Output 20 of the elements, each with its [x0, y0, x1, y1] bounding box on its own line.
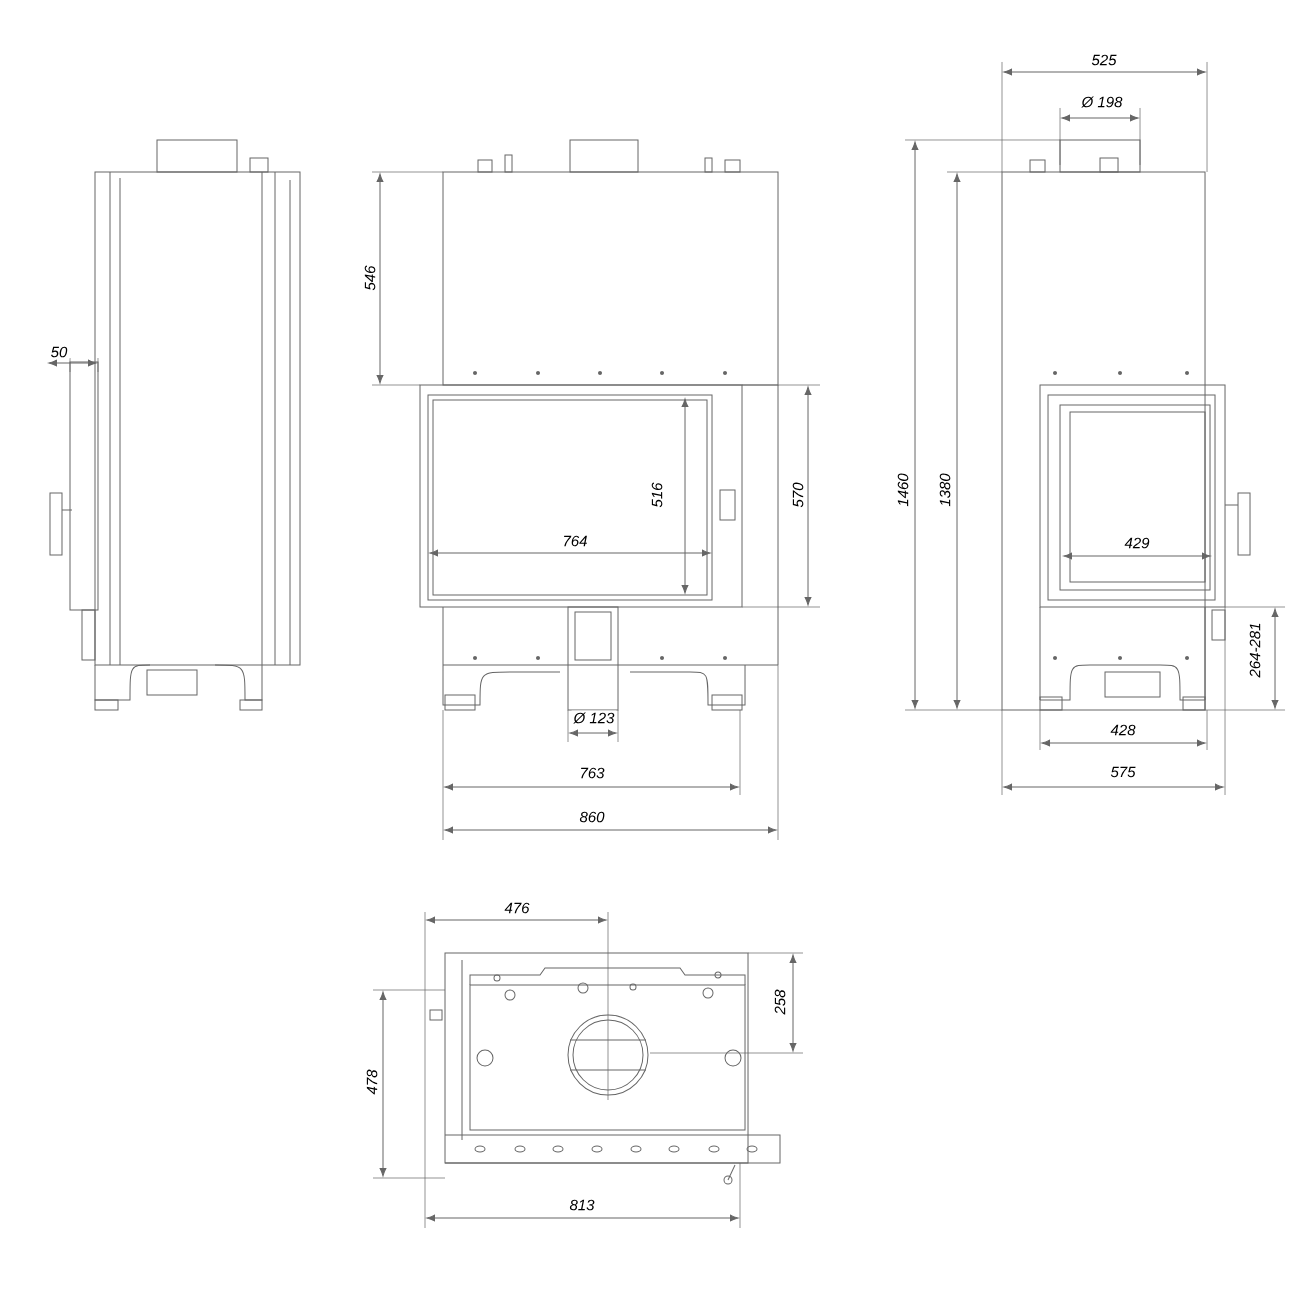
dimension-label: 50: [48, 344, 70, 360]
dimension-label: Ø 198: [1079, 94, 1125, 110]
dimension-label: 264-281: [1247, 620, 1263, 680]
dimension-label: 813: [567, 1197, 597, 1213]
dimension-label: 478: [364, 1067, 380, 1097]
dimension-label: 546: [362, 263, 378, 293]
dimension-label: 860: [577, 809, 607, 825]
dimension-label: 763: [577, 765, 607, 781]
dimension-label: 570: [790, 480, 806, 510]
dimension-label: 476: [502, 900, 532, 916]
dimension-label: 429: [1122, 535, 1152, 551]
dimension-label: Ø 123: [571, 710, 617, 726]
dimension-label: 1380: [937, 471, 953, 509]
dimension-label: 764: [560, 533, 590, 549]
dimension-label: 525: [1089, 52, 1119, 68]
dimension-label: 428: [1108, 722, 1138, 738]
dimension-label: 1460: [895, 471, 911, 509]
dimension-label: 575: [1108, 764, 1138, 780]
dimension-label: 516: [649, 480, 665, 510]
dimension-label: 258: [772, 987, 788, 1017]
